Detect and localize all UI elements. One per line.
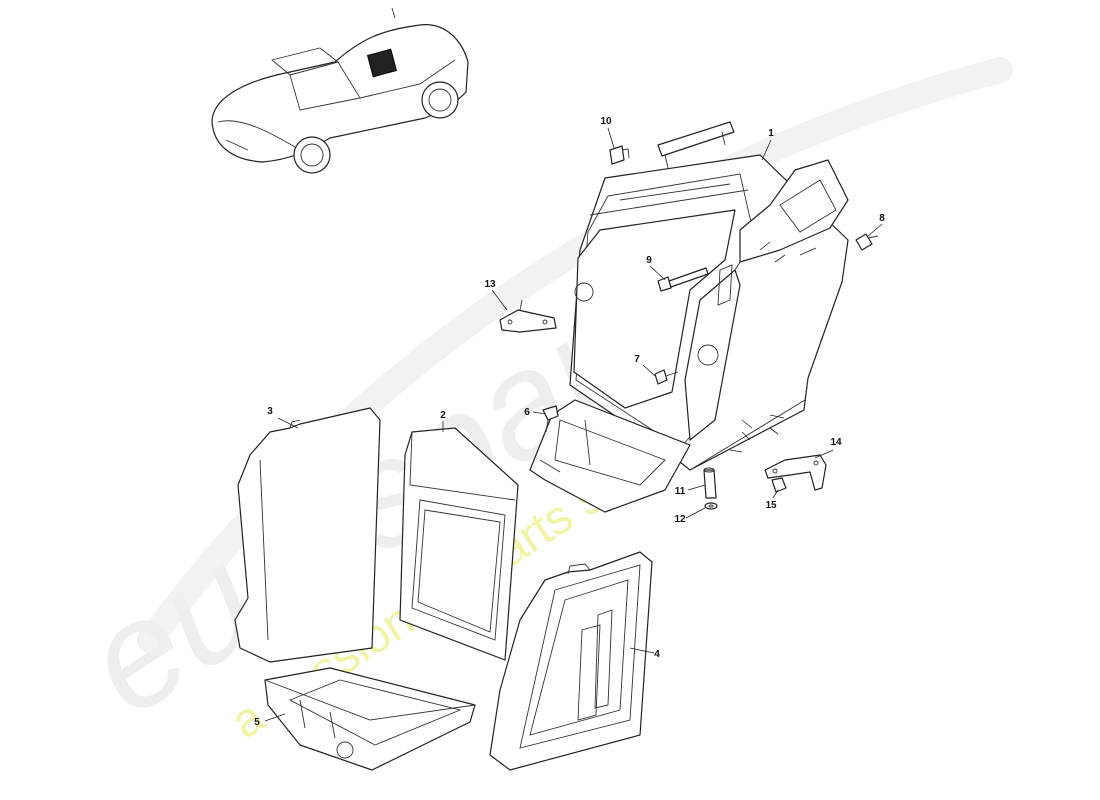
part-6-clip xyxy=(542,405,559,433)
callout-5: 5 xyxy=(254,717,260,728)
callout-7: 7 xyxy=(634,354,640,365)
callout-15: 15 xyxy=(765,500,777,511)
part-5-tray xyxy=(264,667,476,771)
part-7-bolt xyxy=(654,369,679,385)
callout-14: 14 xyxy=(830,437,842,448)
callout-2: 2 xyxy=(440,410,446,421)
part-15-nut xyxy=(771,477,787,493)
callout-8: 8 xyxy=(879,213,885,224)
callout-4: 4 xyxy=(654,649,660,660)
part-14-bracket xyxy=(764,454,827,491)
part-12-washer xyxy=(704,502,718,510)
part-3-side-panel xyxy=(234,407,381,663)
callout-6: 6 xyxy=(524,407,530,418)
part-8-fastener xyxy=(855,233,879,251)
part-1-frame-assembly xyxy=(529,121,849,513)
callout-labels: 1 2 3 4 5 6 7 8 9 10 11 12 13 14 15 xyxy=(254,116,885,728)
part-13-bracket xyxy=(499,299,557,333)
car-thumbnail-image xyxy=(211,7,469,174)
callout-11: 11 xyxy=(675,486,686,497)
part-4-rear-panel xyxy=(489,551,653,771)
callout-10: 10 xyxy=(600,116,612,127)
callout-9: 9 xyxy=(646,255,652,266)
part-9-long-bolt xyxy=(657,267,709,292)
callout-12: 12 xyxy=(674,514,686,525)
part-10-bracket xyxy=(609,145,630,165)
callout-3: 3 xyxy=(267,406,273,417)
callout-13: 13 xyxy=(484,279,496,290)
part-2-frame-panel xyxy=(399,427,519,661)
leader-lines xyxy=(264,127,883,722)
callout-1: 1 xyxy=(768,128,774,139)
part-11-spacer xyxy=(703,467,717,499)
